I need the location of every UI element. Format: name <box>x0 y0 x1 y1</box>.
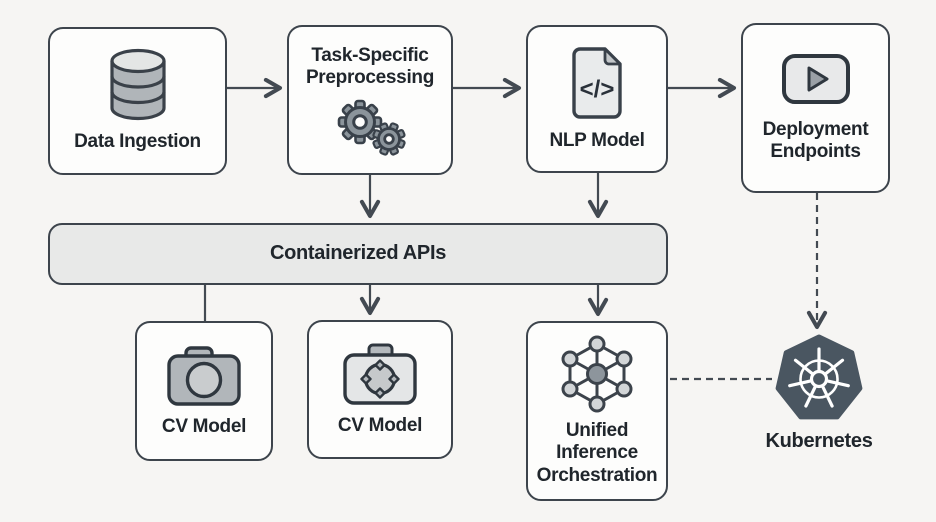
code-glyph: </> <box>580 76 615 103</box>
node-preprocessing: Task-Specific Preprocessing <box>287 25 453 175</box>
kubernetes-wheel-icon <box>775 334 863 420</box>
database-icon <box>109 49 166 121</box>
node-data-ingestion: Data Ingestion <box>48 27 227 175</box>
node-label: NLP Model <box>549 129 645 151</box>
node-label: Data Ingestion <box>74 131 201 153</box>
node-kubernetes-label: Kubernetes <box>765 430 873 452</box>
code-file-icon: </> <box>572 47 622 119</box>
node-cv-model-left: CV Model <box>135 321 273 461</box>
camera-icon <box>167 346 241 406</box>
node-label: CV Model <box>337 414 423 436</box>
play-icon <box>781 53 850 104</box>
node-label: Task-Specific Preprocessing <box>305 44 435 88</box>
camera-focus-icon <box>343 343 417 405</box>
node-orchestration: Unified Inference Orchestration <box>526 321 668 501</box>
node-nlp-model: </> NLP Model <box>526 25 668 173</box>
network-icon <box>561 335 633 413</box>
node-label: Unified Inference Orchestration <box>536 419 658 486</box>
node-deployment-endpoints: Deployment Endpoints <box>741 23 890 193</box>
node-containerized-apis: Containerized APIs <box>48 223 668 285</box>
node-label: Containerized APIs <box>269 242 447 265</box>
node-cv-model-right: CV Model <box>307 320 453 459</box>
gears-icon <box>337 100 406 157</box>
node-label: Deployment Endpoints <box>762 118 869 162</box>
node-label: CV Model <box>161 416 247 438</box>
